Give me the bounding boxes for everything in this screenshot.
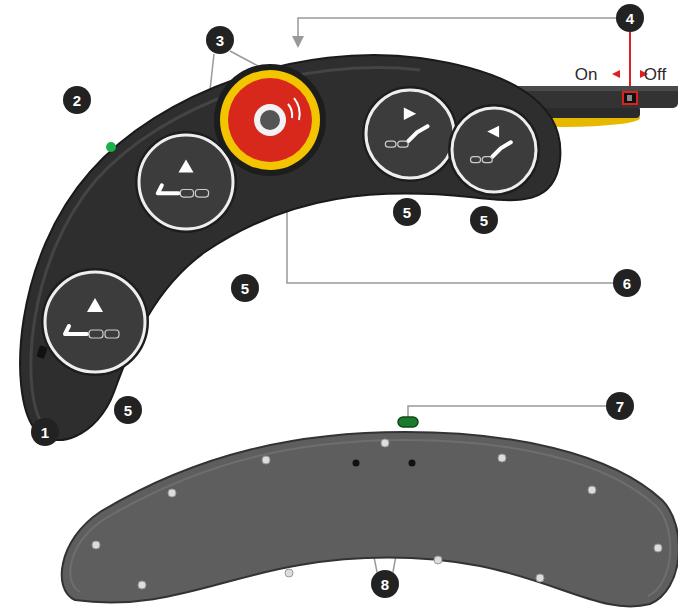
screw	[536, 574, 544, 582]
callout-circle	[371, 570, 399, 598]
screw	[381, 439, 389, 447]
switch-label: Off	[644, 66, 666, 83]
callout-number: 5	[124, 403, 132, 418]
screw	[654, 544, 662, 552]
screw	[262, 456, 270, 464]
callout-circle	[63, 86, 91, 114]
base-plate	[62, 417, 678, 607]
callout-number: 5	[241, 281, 249, 296]
callout-number: 8	[381, 577, 389, 592]
switch-label: On	[575, 66, 598, 83]
callout-circle	[393, 198, 421, 226]
screw	[434, 556, 442, 564]
control-button	[362, 86, 458, 182]
screw	[138, 581, 146, 589]
callout-number: 2	[73, 93, 81, 108]
callout-circle	[31, 418, 59, 446]
callout-circle	[231, 274, 259, 302]
callout-circle	[606, 392, 634, 420]
screw	[168, 489, 176, 497]
callout-number: 6	[623, 276, 631, 291]
control-button	[448, 104, 540, 196]
callout-number: 5	[480, 213, 488, 228]
stop-button	[214, 64, 326, 176]
screw	[588, 486, 596, 494]
screw	[285, 569, 293, 577]
callout-number: 4	[626, 11, 634, 26]
callout-circle	[206, 26, 234, 54]
control-body	[20, 55, 560, 440]
callout-number: 7	[616, 399, 624, 414]
callout-circle	[616, 4, 644, 32]
callout-number: 3	[216, 33, 224, 48]
screw	[498, 454, 506, 462]
callout-circle	[613, 269, 641, 297]
screw	[92, 541, 100, 549]
callout-circle	[470, 206, 498, 234]
callout-circle	[114, 396, 142, 424]
callout-number: 1	[41, 425, 49, 440]
control-button	[41, 268, 149, 376]
callout-number: 5	[403, 205, 411, 220]
